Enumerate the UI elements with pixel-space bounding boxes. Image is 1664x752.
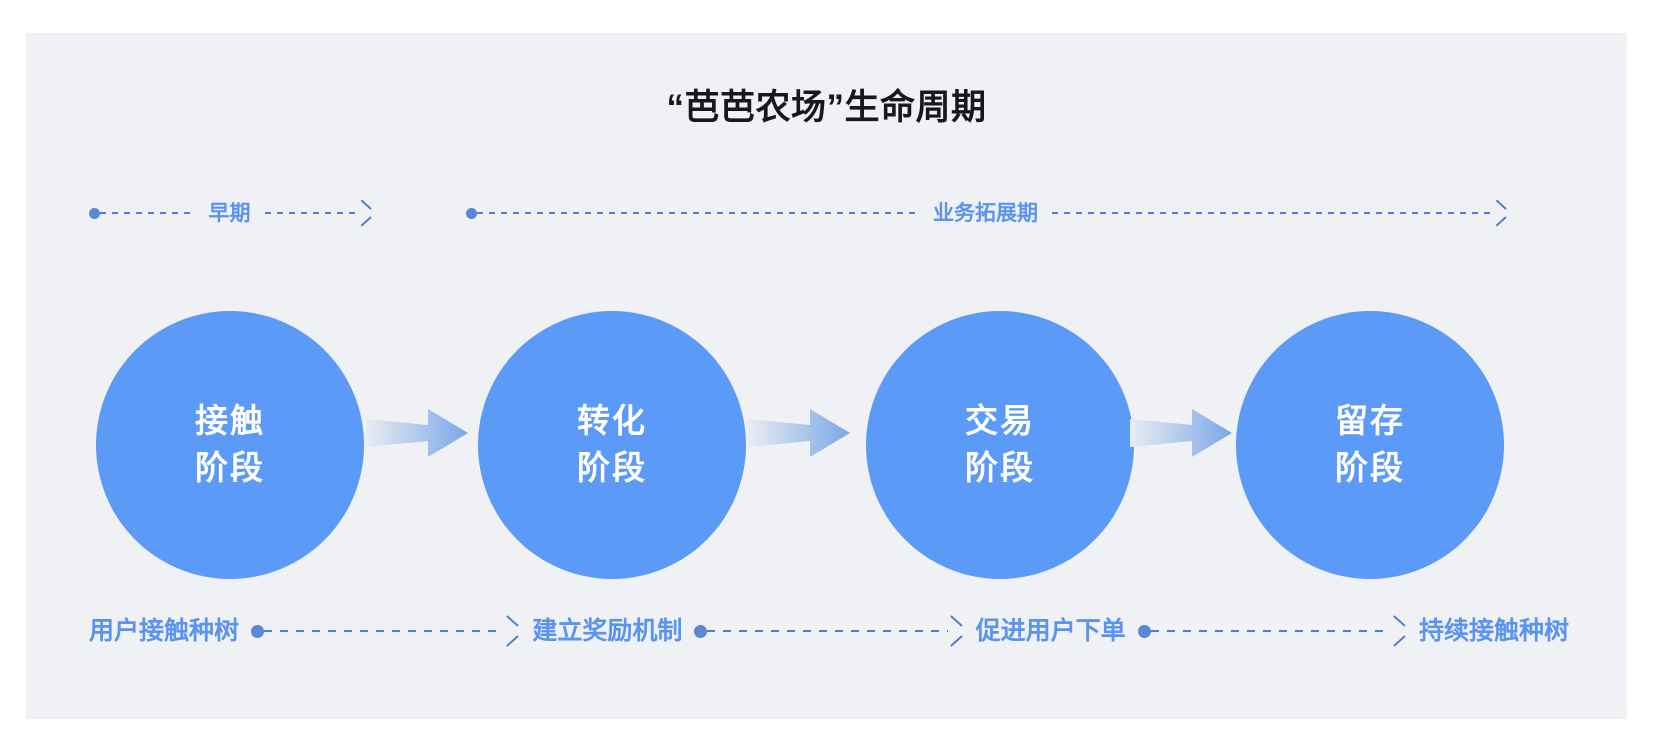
timeline-label-early: 早期 bbox=[208, 201, 251, 225]
step-flow: 用户接触种树 建立奖励机制 促进用户下单 持续接触种树 bbox=[89, 608, 1569, 654]
chevron-arrow-icon bbox=[366, 409, 468, 457]
step-dashed-line bbox=[264, 630, 505, 632]
stage-label-line1: 转化 bbox=[577, 402, 647, 440]
chevron-arrow-icon bbox=[1130, 409, 1232, 457]
step-dashed-line bbox=[1150, 630, 1391, 632]
stage-circle-retention[interactable]: 留存 阶段 bbox=[1236, 311, 1504, 579]
stage-circle-conversion[interactable]: 转化 阶段 bbox=[478, 311, 746, 579]
timeline-start-dot-icon bbox=[466, 207, 477, 219]
step-label-continuous-planting: 持续接触种树 bbox=[1418, 616, 1569, 645]
arrow-right-icon bbox=[946, 622, 964, 640]
timeline-dashed-line bbox=[477, 212, 919, 214]
step-connector bbox=[239, 622, 532, 640]
step-connector bbox=[682, 622, 975, 640]
page-title: “芭芭农场”生命周期 bbox=[666, 88, 987, 127]
arrow-right-icon bbox=[1389, 622, 1407, 640]
timeline-dashed-line bbox=[264, 212, 359, 214]
stage-circle-contact[interactable]: 接触 阶段 bbox=[96, 311, 364, 579]
stage-label-line2: 阶段 bbox=[965, 449, 1035, 486]
arrow-right-icon bbox=[502, 622, 520, 640]
stage-label-line1: 接触 bbox=[195, 402, 265, 440]
stage-label-line2: 阶段 bbox=[1335, 449, 1405, 486]
step-dot-icon bbox=[694, 624, 708, 638]
step-dot-icon bbox=[251, 624, 265, 638]
timeline-phase-expansion: 业务拓展期 bbox=[466, 185, 1508, 241]
step-label-promote-user-orders: 促进用户下单 bbox=[975, 616, 1126, 645]
timeline-phase-early: 早期 bbox=[89, 185, 373, 241]
step-connector bbox=[1126, 622, 1419, 640]
step-label-user-contact-planting: 用户接触种树 bbox=[89, 616, 240, 645]
step-dot-icon bbox=[1137, 624, 1151, 638]
lifecycle-panel: “芭芭农场”生命周期 早期 业务拓展期 接触 阶段 转化 阶段 交易 bbox=[26, 33, 1627, 719]
arrow-right-icon bbox=[357, 205, 373, 221]
timeline-dashed-line bbox=[100, 212, 195, 214]
stage-circle-transaction[interactable]: 交易 阶段 bbox=[866, 311, 1134, 579]
timeline-start-dot-icon bbox=[89, 207, 100, 219]
timeline-label-expansion: 业务拓展期 bbox=[933, 201, 1038, 225]
stage-label-line2: 阶段 bbox=[577, 449, 647, 486]
stage-label-line1: 交易 bbox=[965, 402, 1035, 440]
chevron-arrow-icon bbox=[748, 409, 850, 457]
stage-label-line1: 留存 bbox=[1335, 402, 1405, 440]
timeline-dashed-line bbox=[1052, 212, 1494, 214]
arrow-right-icon bbox=[1492, 205, 1508, 221]
stage-label-line2: 阶段 bbox=[195, 449, 265, 486]
step-dashed-line bbox=[707, 630, 948, 632]
step-label-build-reward-mechanism: 建立奖励机制 bbox=[532, 616, 683, 645]
